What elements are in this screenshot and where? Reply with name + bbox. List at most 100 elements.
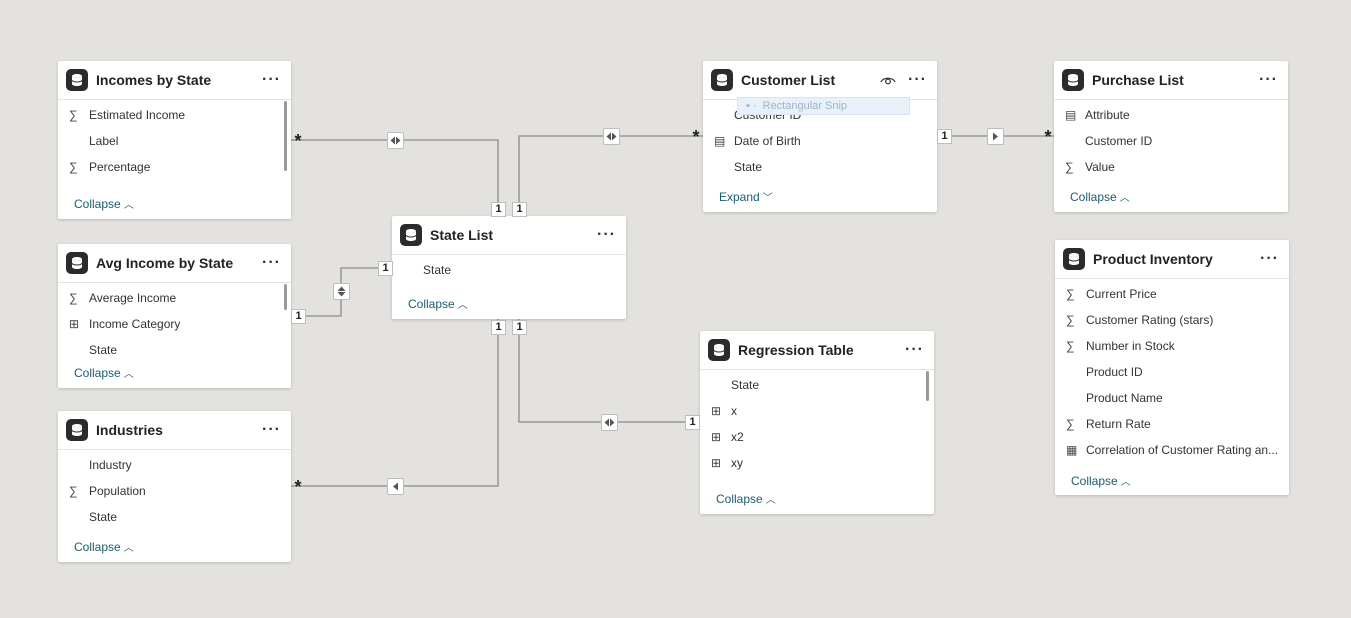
field-row[interactable]: ∑Return Rate — [1055, 411, 1289, 437]
table-card-product-inventory[interactable]: Product Inventory ··· ∑Current Price∑Cus… — [1055, 240, 1289, 495]
field-row[interactable]: ∑Average Income — [58, 285, 291, 311]
collapse-button[interactable]: Collapse︿ — [74, 539, 134, 554]
table-card-avg-income-by-state[interactable]: Avg Income by State ··· ∑Average Income⊞… — [58, 244, 291, 388]
table-card-customer-list[interactable]: Customer List ··· Customer ID▤Date of Bi… — [703, 61, 937, 212]
table-title: State List — [430, 227, 494, 243]
field-row[interactable]: ∑Percentage — [58, 154, 291, 180]
table-header[interactable]: Customer List ··· — [703, 61, 937, 100]
field-row[interactable]: State — [392, 257, 626, 283]
cross-filter-both-icon[interactable] — [603, 128, 620, 145]
table-header[interactable]: Product Inventory ··· — [1055, 240, 1289, 279]
chevron-up-icon: ︿ — [1120, 477, 1131, 488]
table-header[interactable]: Industries ··· — [58, 411, 291, 450]
cardinality-one: 1 — [291, 309, 306, 324]
sigma-icon: ∑ — [1066, 339, 1075, 353]
more-options-icon[interactable]: ··· — [905, 341, 924, 358]
rel-state-customer — [518, 135, 703, 215]
sigma-icon: ∑ — [69, 160, 78, 174]
field-row[interactable]: Industry — [58, 452, 291, 478]
field-row[interactable]: Product Name — [1055, 385, 1289, 411]
field-name: xy — [731, 456, 743, 470]
more-options-icon[interactable]: ··· — [262, 71, 281, 88]
field-row[interactable]: ∑Customer Rating (stars) — [1055, 307, 1289, 333]
field-row[interactable]: ∑Current Price — [1055, 281, 1289, 307]
cardinality-one: 1 — [685, 415, 700, 430]
field-row[interactable]: ▤Date of Birth — [703, 128, 937, 154]
field-row[interactable]: ▦Correlation of Customer Rating an... — [1055, 437, 1289, 463]
table-icon — [400, 224, 422, 246]
more-options-icon[interactable]: ··· — [908, 71, 927, 88]
field-row[interactable]: State — [58, 504, 291, 530]
collapse-button[interactable]: Collapse︿ — [74, 365, 134, 380]
field-name: Customer ID — [1085, 134, 1153, 148]
field-row[interactable]: State — [58, 337, 291, 363]
table-icon — [66, 419, 88, 441]
table-icon — [708, 339, 730, 361]
more-options-icon[interactable]: ··· — [597, 226, 616, 243]
collapse-button[interactable]: Collapse︿ — [1071, 473, 1131, 488]
expand-button[interactable]: Expand﹀ — [719, 189, 773, 204]
more-options-icon[interactable]: ··· — [262, 421, 281, 438]
cardinality-one: 1 — [491, 320, 506, 335]
table-header[interactable]: Regression Table ··· — [700, 331, 934, 370]
collapse-button[interactable]: Collapse︿ — [74, 196, 134, 211]
table-header[interactable]: Avg Income by State ··· — [58, 244, 291, 283]
scrollbar[interactable] — [926, 371, 929, 401]
calculated-column-icon: ⊞ — [711, 456, 722, 470]
more-options-icon[interactable]: ··· — [1259, 71, 1278, 88]
table-icon — [66, 69, 88, 91]
sigma-icon: ∑ — [1066, 417, 1075, 431]
field-row[interactable]: ∑Value — [1054, 154, 1288, 180]
table-title: Industries — [96, 422, 163, 438]
more-options-icon[interactable]: ··· — [262, 254, 281, 271]
cardinality-one: 1 — [378, 261, 393, 276]
field-row[interactable]: State — [703, 154, 937, 180]
eye-icon[interactable] — [880, 74, 896, 86]
table-header[interactable]: State List ··· — [392, 216, 626, 255]
table-header[interactable]: Purchase List ··· — [1054, 61, 1288, 100]
more-options-icon[interactable]: ··· — [1260, 250, 1279, 267]
calculated-column-icon: ⊞ — [711, 430, 722, 444]
field-row[interactable]: Product ID — [1055, 359, 1289, 385]
collapse-button[interactable]: Collapse︿ — [1070, 189, 1130, 204]
cross-filter-both-icon[interactable] — [387, 132, 404, 149]
field-row[interactable]: ⊞Income Category — [58, 311, 291, 337]
calculated-column-icon: ⊞ — [711, 404, 722, 418]
field-row[interactable]: ⊞ xy — [700, 450, 934, 476]
chevron-up-icon: ︿ — [765, 495, 776, 506]
collapse-button[interactable]: Collapse︿ — [716, 491, 776, 506]
filter-direction-left-icon[interactable] — [387, 478, 404, 495]
cardinality-many: * — [692, 127, 700, 147]
table-card-regression-table[interactable]: Regression Table ··· State⊞x⊞x2⊞xy Colla… — [700, 331, 934, 514]
cross-filter-both-vertical-icon[interactable] — [333, 283, 350, 300]
table-card-state-list[interactable]: State List ··· State Collapse︿ — [392, 216, 626, 319]
field-name: x2 — [731, 430, 744, 444]
table-header[interactable]: Incomes by State ··· — [58, 61, 291, 100]
field-row[interactable]: Customer ID — [1054, 128, 1288, 154]
field-row[interactable]: State — [700, 372, 934, 398]
field-row[interactable]: ∑Number in Stock — [1055, 333, 1289, 359]
field-name: Attribute — [1085, 108, 1130, 122]
field-row[interactable]: Label — [58, 128, 291, 154]
cross-filter-both-icon[interactable] — [601, 414, 618, 431]
field-row[interactable]: ⊞x — [700, 398, 934, 424]
collapse-button[interactable]: Collapse︿ — [408, 296, 468, 311]
snip-dot-icon: ▪ · — [746, 100, 757, 112]
scrollbar[interactable] — [284, 101, 287, 171]
field-row[interactable]: ∑Population — [58, 478, 291, 504]
field-row[interactable]: ∑Estimated Income — [58, 102, 291, 128]
cardinality-many: * — [294, 477, 302, 497]
field-row[interactable]: ▤Attribute — [1054, 102, 1288, 128]
scrollbar[interactable] — [284, 284, 287, 310]
field-row[interactable]: ⊞ x2 — [700, 424, 934, 450]
toggle-label: Collapse — [1071, 474, 1118, 488]
field-name: x — [731, 404, 737, 418]
filter-direction-right-icon[interactable] — [987, 128, 1004, 145]
